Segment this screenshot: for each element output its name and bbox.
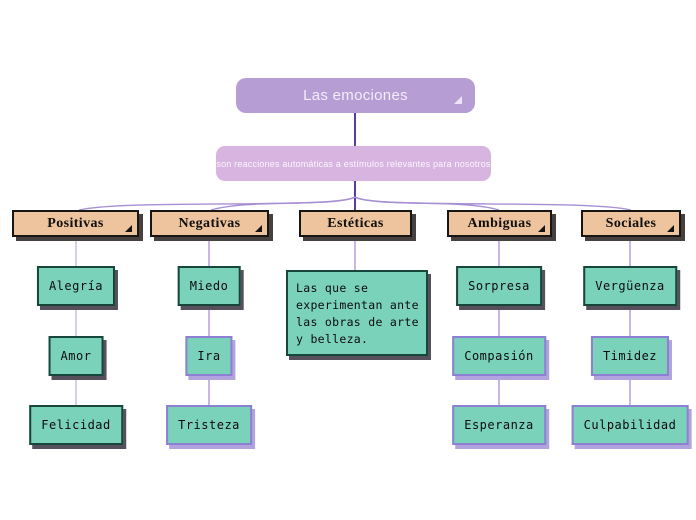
collapse-triangle-icon[interactable] bbox=[667, 225, 674, 232]
branch-esteticas[interactable]: Estéticas bbox=[299, 210, 412, 237]
node-esteticas-description[interactable]: Las que se experimentan ante las obras d… bbox=[286, 270, 428, 356]
node-culpabilidad[interactable]: Culpabilidad bbox=[571, 405, 689, 445]
node-timidez[interactable]: Timidez bbox=[590, 336, 670, 376]
branch-sociales[interactable]: Sociales bbox=[581, 210, 681, 237]
branch-ambiguas[interactable]: Ambiguas bbox=[447, 210, 552, 237]
subtitle-node-label: son reacciones automáticas a estímulos r… bbox=[216, 158, 491, 169]
collapse-triangle-icon[interactable] bbox=[125, 225, 132, 232]
branch-sociales-label: Sociales bbox=[605, 215, 657, 231]
node-sorpresa[interactable]: Sorpresa bbox=[456, 266, 542, 306]
node-amor[interactable]: Amor bbox=[48, 336, 104, 376]
branch-ambiguas-label: Ambiguas bbox=[467, 215, 532, 231]
node-miedo[interactable]: Miedo bbox=[177, 266, 241, 306]
branch-negativas-label: Negativas bbox=[178, 215, 241, 231]
branch-esteticas-label: Estéticas bbox=[327, 215, 384, 231]
node-alegria[interactable]: Alegría bbox=[36, 266, 116, 306]
collapse-triangle-icon[interactable] bbox=[255, 225, 262, 232]
node-esperanza[interactable]: Esperanza bbox=[452, 405, 546, 445]
root-node[interactable]: Las emociones bbox=[236, 78, 475, 113]
node-verguenza[interactable]: Vergüenza bbox=[583, 266, 677, 306]
branch-positivas-label: Positivas bbox=[47, 215, 104, 231]
node-felicidad[interactable]: Felicidad bbox=[29, 405, 123, 445]
node-ira[interactable]: Ira bbox=[185, 336, 233, 376]
branch-positivas[interactable]: Positivas bbox=[12, 210, 139, 237]
node-tristeza[interactable]: Tristeza bbox=[166, 405, 252, 445]
branch-negativas[interactable]: Negativas bbox=[150, 210, 269, 237]
root-node-label: Las emociones bbox=[303, 87, 408, 104]
collapse-triangle-icon[interactable] bbox=[538, 225, 545, 232]
node-compasion[interactable]: Compasión bbox=[452, 336, 546, 376]
collapse-triangle-icon[interactable] bbox=[454, 96, 462, 104]
subtitle-node[interactable]: son reacciones automáticas a estímulos r… bbox=[216, 146, 491, 181]
